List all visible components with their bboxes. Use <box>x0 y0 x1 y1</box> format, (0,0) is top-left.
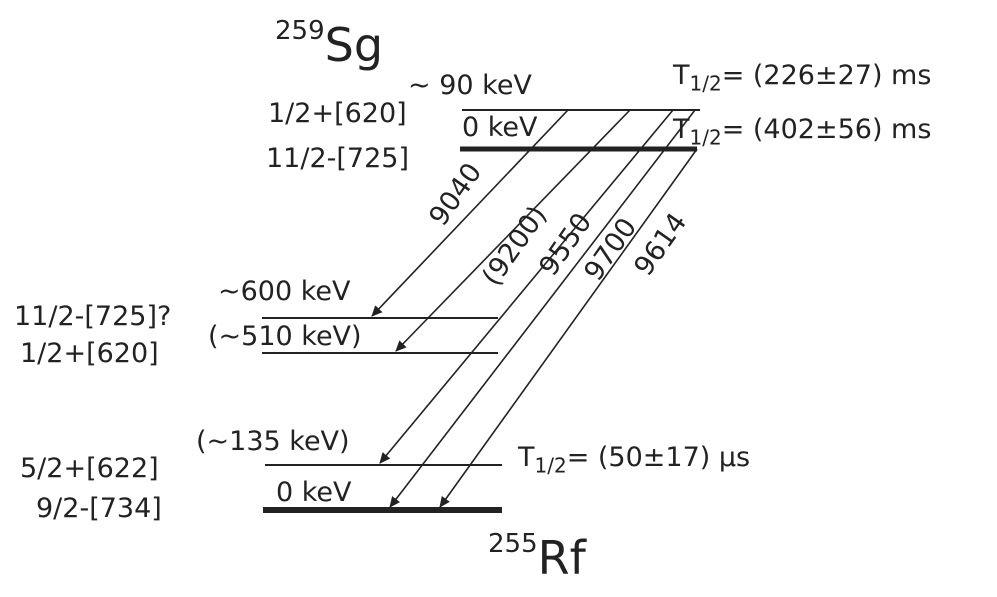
level-energy: ~600 keV <box>218 276 351 307</box>
parent-nucleus: 259Sg <box>275 16 384 72</box>
level-energy: (~510 keV) <box>208 321 362 352</box>
half-life: T1/2= (402±56) ms <box>673 114 932 150</box>
half-life: T1/2= (50±17) µs <box>518 442 751 478</box>
level-config: 1/2+[620] <box>268 98 407 129</box>
level-energy: 0 keV <box>276 477 352 508</box>
level-config: 11/2-[725] <box>266 143 409 174</box>
level-energy: 0 keV <box>462 112 538 143</box>
level-config: 9/2-[734] <box>36 493 162 524</box>
daughter-nucleus: 255Rf <box>488 529 586 585</box>
level-config: 1/2+[620] <box>20 338 159 369</box>
level-config: 5/2+[622] <box>20 453 159 484</box>
level-energy: ~ 90 keV <box>408 70 532 101</box>
half-life: T1/2= (226±27) ms <box>673 60 932 96</box>
level-config: 11/2-[725]? <box>14 301 172 332</box>
level-energy: (~135 keV) <box>196 426 350 457</box>
